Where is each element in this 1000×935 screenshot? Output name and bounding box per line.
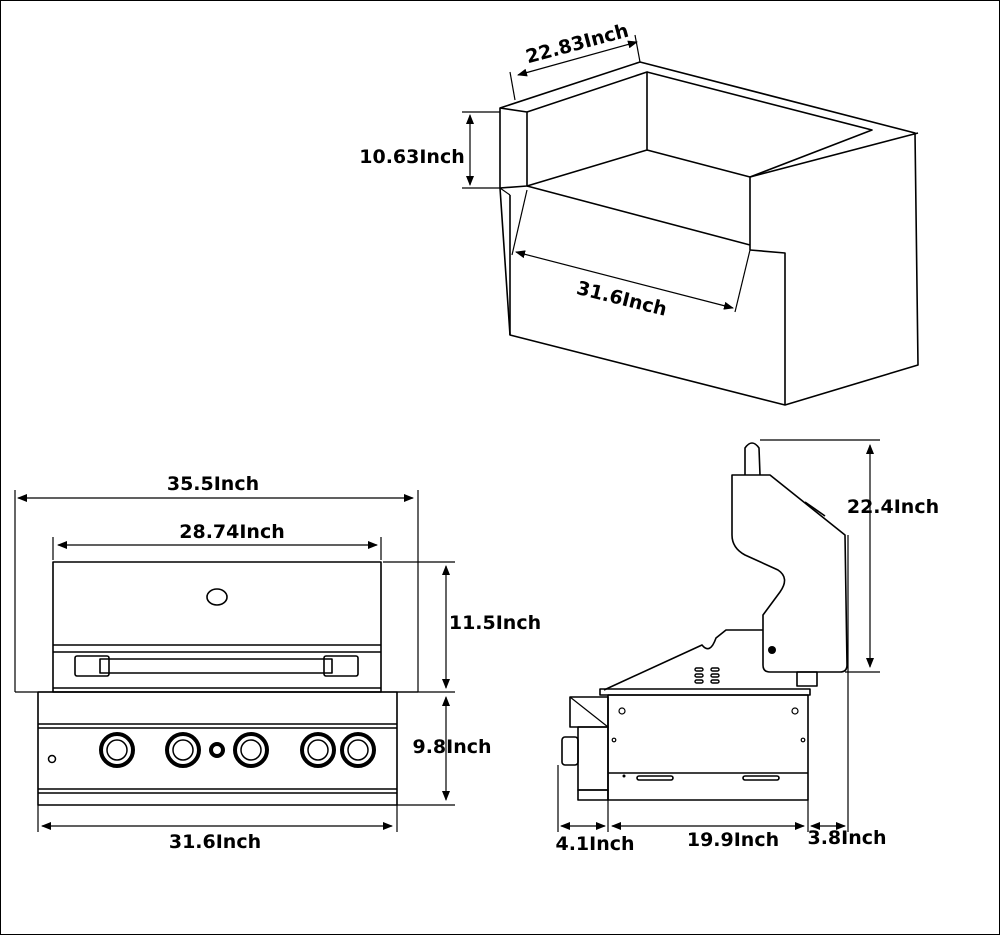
handle-right-icon: [323, 655, 359, 677]
hood-height-label: 11.5Inch: [449, 612, 541, 634]
base-height-label: 9.8Inch: [412, 736, 491, 758]
side-view-drawing: [557, 439, 880, 832]
handle-left-icon: [74, 655, 110, 677]
hood-width-label: 28.74Inch: [179, 521, 284, 543]
overall-width-label: 35.5Inch: [167, 473, 259, 495]
island-height-label: 10.63Inch: [359, 146, 464, 168]
control-knobs: [47, 732, 376, 768]
rear-depth-label: 3.8Inch: [807, 827, 886, 849]
front-depth-label: 4.1Inch: [555, 833, 634, 855]
side-height-label: 22.4Inch: [847, 496, 939, 518]
front-view-drawing: [14, 490, 455, 832]
base-width-label: 31.6Inch: [169, 831, 261, 853]
body-depth-label: 19.9Inch: [687, 829, 779, 851]
thermometer-icon: [206, 588, 228, 606]
island-drawing: [462, 34, 919, 406]
